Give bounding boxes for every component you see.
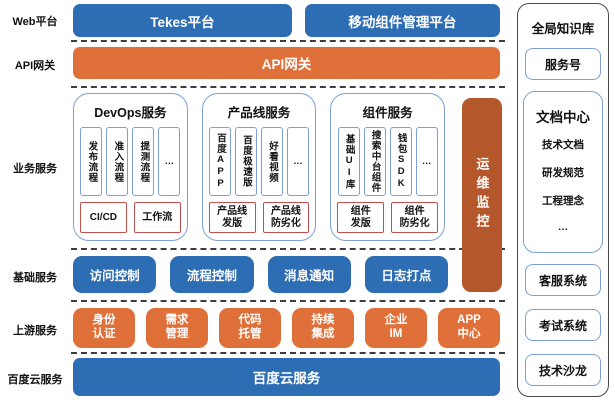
tekes-platform-box: Tekes平台 bbox=[73, 4, 292, 37]
component-column-more: … bbox=[415, 127, 438, 196]
devops-column: 准入流程 bbox=[106, 127, 129, 196]
devops-group-title: DevOps服务 bbox=[94, 106, 167, 120]
access-control-box: 访问控制 bbox=[73, 256, 157, 293]
devops-column-more: … bbox=[158, 127, 181, 196]
doc-center-title: 文档中心 bbox=[536, 110, 590, 125]
product-line-column: 百度APP bbox=[209, 127, 231, 196]
rail-label-business: 业务服务 bbox=[13, 163, 57, 175]
rail-label-upstream: 上游服务 bbox=[13, 325, 57, 337]
component-columns: 基础UI库 搜索中台组件 钱包SDK … bbox=[337, 127, 438, 196]
base-services-row: 访问控制 流程控制 消息通知 日志打点 bbox=[73, 256, 448, 293]
product-line-antidegrade-box: 产品线 防劣化 bbox=[262, 202, 310, 233]
rail-label-web-platform: Web平台 bbox=[12, 16, 58, 28]
separator-4 bbox=[71, 300, 505, 302]
message-notify-box: 消息通知 bbox=[267, 256, 351, 293]
product-line-column: 好看视频 bbox=[261, 127, 283, 196]
customer-service-system-box: 客服系统 bbox=[525, 264, 601, 296]
doc-center-item: 工程理念 bbox=[542, 194, 584, 207]
upstream-services-row: 身份 认证 需求 管理 代码 托管 持续 集成 企业 IM APP 中心 bbox=[73, 308, 500, 348]
component-column: 搜索中台组件 bbox=[363, 127, 386, 196]
exam-system-box: 考试系统 bbox=[525, 309, 601, 341]
product-line-column: 百度极速版 bbox=[235, 127, 257, 196]
enterprise-im-box: 企业 IM bbox=[365, 308, 427, 348]
workflow-box: 工作流 bbox=[133, 202, 181, 233]
rail-label-cloud: 百度云服务 bbox=[7, 374, 63, 386]
process-control-box: 流程控制 bbox=[170, 256, 254, 293]
devops-column: 发布流程 bbox=[80, 127, 103, 196]
component-group-title: 组件服务 bbox=[362, 106, 413, 120]
ops-monitoring-box: 运维监控 bbox=[462, 98, 502, 292]
ci-box: 持续 集成 bbox=[292, 308, 354, 348]
separator-2 bbox=[71, 86, 505, 88]
global-knowledge-panel: 全局知识库 服务号 文档中心 技术文档 研发规范 工程理念 … 客服系统 考试系… bbox=[517, 3, 609, 397]
rail-label-api-gateway: API网关 bbox=[14, 60, 56, 72]
doc-center-box: 文档中心 技术文档 研发规范 工程理念 … bbox=[523, 91, 603, 253]
app-center-box: APP 中心 bbox=[438, 308, 500, 348]
baidu-cloud-box: 百度云服务 bbox=[73, 358, 500, 396]
business-services-row: DevOps服务 发布流程 准入流程 提测流程 … CI/CD 工作流 产品线服… bbox=[73, 93, 446, 241]
identity-auth-box: 身份 认证 bbox=[73, 308, 135, 348]
service-account-box: 服务号 bbox=[525, 48, 601, 80]
doc-center-item: 研发规范 bbox=[542, 166, 584, 179]
separator-3 bbox=[71, 248, 505, 250]
component-antidegrade-box: 组件 防劣化 bbox=[391, 202, 439, 233]
tech-salon-box: 技术沙龙 bbox=[525, 354, 601, 386]
doc-center-item: 技术文档 bbox=[542, 138, 584, 151]
api-gateway-box: API网关 bbox=[73, 47, 500, 79]
product-line-service-group: 产品线服务 百度APP 百度极速版 好看视频 … 产品线 发版 产品线 防劣化 bbox=[201, 93, 317, 241]
component-column: 基础UI库 bbox=[337, 127, 360, 196]
product-line-release-box: 产品线 发版 bbox=[208, 202, 256, 233]
component-release-box: 组件 发版 bbox=[337, 202, 385, 233]
product-line-group-title: 产品线服务 bbox=[227, 106, 291, 120]
devops-columns: 发布流程 准入流程 提测流程 … bbox=[80, 127, 181, 196]
separator-1 bbox=[71, 40, 505, 42]
requirement-mgmt-box: 需求 管理 bbox=[146, 308, 208, 348]
component-service-group: 组件服务 基础UI库 搜索中台组件 钱包SDK … 组件 发版 组件 防劣化 bbox=[330, 93, 446, 241]
product-line-footers: 产品线 发版 产品线 防劣化 bbox=[208, 202, 310, 233]
separator-5 bbox=[71, 352, 505, 354]
product-line-columns: 百度APP 百度极速版 好看视频 … bbox=[209, 127, 310, 196]
rail-label-base: 基础服务 bbox=[13, 272, 57, 284]
devops-footers: CI/CD 工作流 bbox=[80, 202, 181, 233]
product-line-column-more: … bbox=[287, 127, 309, 196]
devops-service-group: DevOps服务 发布流程 准入流程 提测流程 … CI/CD 工作流 bbox=[73, 93, 188, 241]
doc-center-item-more: … bbox=[557, 220, 569, 233]
devops-column: 提测流程 bbox=[132, 127, 155, 196]
mobile-component-platform-box: 移动组件管理平台 bbox=[304, 4, 500, 37]
knowledge-panel-title: 全局知识库 bbox=[531, 22, 595, 36]
code-hosting-box: 代码 托管 bbox=[219, 308, 281, 348]
component-column: 钱包SDK bbox=[389, 127, 412, 196]
web-platform-row: Tekes平台 移动组件管理平台 bbox=[73, 4, 500, 37]
log-tracking-box: 日志打点 bbox=[364, 256, 448, 293]
cicd-box: CI/CD bbox=[80, 202, 127, 233]
component-footers: 组件 发版 组件 防劣化 bbox=[337, 202, 439, 233]
